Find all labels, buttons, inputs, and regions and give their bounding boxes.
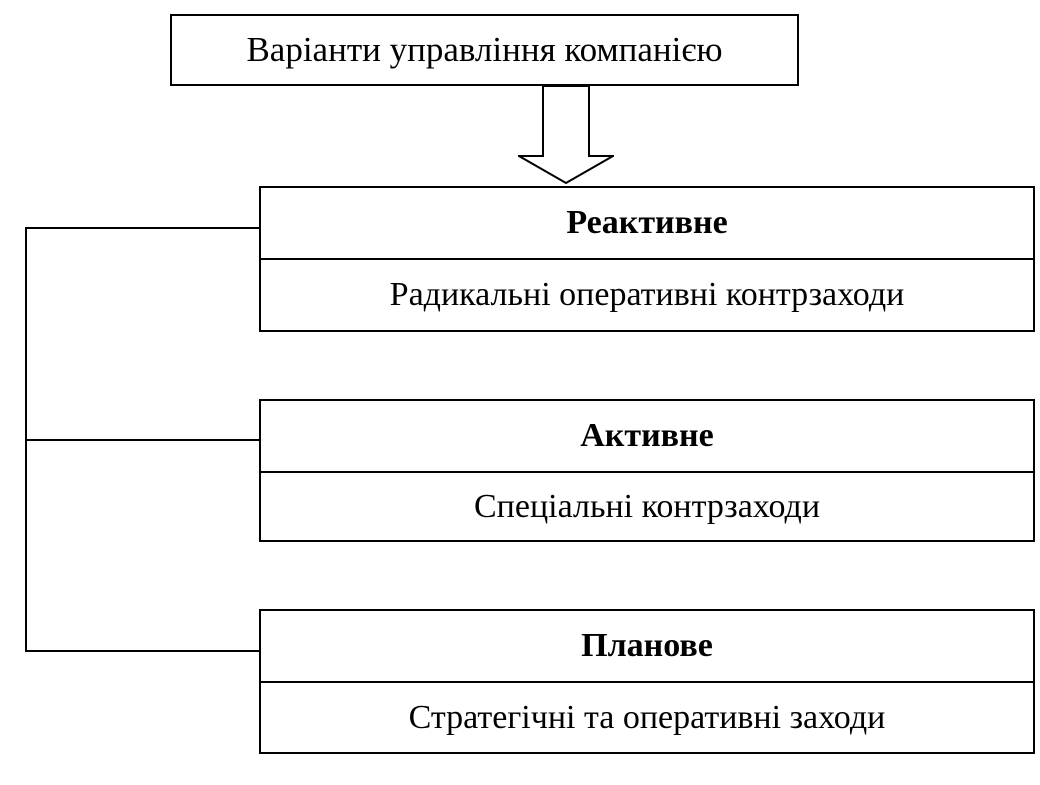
option-reactive: Реактивне Радикальні оперативні контрзах… (259, 186, 1035, 332)
option-active-description: Спеціальні контрзаходи (473, 487, 821, 525)
option-active: Активне Спеціальні контрзаходи (259, 399, 1035, 542)
option-planned-description: Стратегічні та оперативні заходи (408, 698, 886, 736)
root-node-label: Варіанти управління компанією (246, 30, 723, 69)
option-reactive-description: Радикальні оперативні контрзаходи (389, 276, 905, 313)
option-active-title: Активне (261, 401, 1033, 473)
option-reactive-title: Реактивне (261, 188, 1033, 260)
option-planned-title: Планове (261, 611, 1033, 683)
root-node: Варіанти управління компанією (170, 14, 799, 86)
option-planned: Планове Стратегічні та оперативні заходи (259, 609, 1035, 754)
down-arrow-icon (518, 86, 614, 184)
bracket-line (25, 227, 259, 652)
